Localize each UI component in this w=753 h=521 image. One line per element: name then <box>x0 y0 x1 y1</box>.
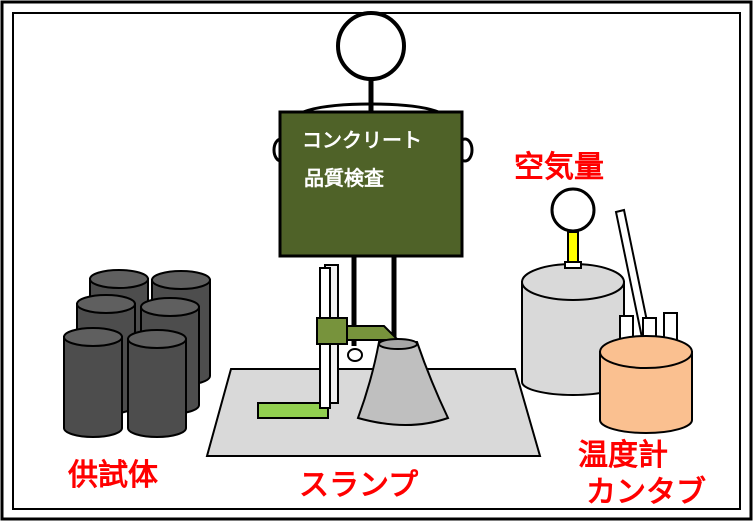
specimen-cylinder <box>63 327 123 438</box>
inspector-figure: コンクリート 品質検査 <box>272 11 474 346</box>
specimen-cylinder-top <box>76 294 136 314</box>
board-title-line1: コンクリート <box>302 128 422 152</box>
label-air-content: 空気量 <box>514 150 604 185</box>
board-title-line2: 品質検査 <box>304 166 384 190</box>
stand-clamp <box>316 317 348 345</box>
thermometer-cup <box>599 208 693 434</box>
label-slump: スランプ <box>299 468 419 503</box>
specimen-cylinder-top <box>127 329 187 349</box>
slump-measuring-stand <box>257 264 401 419</box>
slump-cone-top <box>378 338 418 350</box>
air-meter-gauge <box>550 187 596 233</box>
specimen-cylinder <box>127 329 187 438</box>
air-meter-stem-base <box>564 261 582 269</box>
air-content-meter <box>521 187 625 396</box>
specimen-cylinder-top <box>151 270 211 290</box>
cup-rim <box>599 335 693 369</box>
inspection-board <box>278 110 464 258</box>
label-quantab: カンタブ <box>586 475 706 510</box>
specimen-cylinder-top <box>89 269 149 289</box>
air-meter-lid <box>521 263 625 301</box>
inspector-head <box>336 11 406 81</box>
stand-knob <box>347 348 363 362</box>
label-specimens: 供試体 <box>67 458 159 493</box>
specimen-cylinder-top <box>63 327 123 347</box>
specimen-cylinder-body <box>63 336 123 438</box>
cup-body <box>599 351 693 434</box>
specimen-cylinder-body <box>127 338 187 438</box>
slump-cone <box>356 338 450 426</box>
stand-base-plate <box>257 402 329 419</box>
slump-cone-body <box>356 341 450 426</box>
specimen-cylinder-top <box>140 297 200 317</box>
label-thermometer: 温度計 <box>578 438 668 473</box>
specimen-cylinders <box>63 269 211 438</box>
